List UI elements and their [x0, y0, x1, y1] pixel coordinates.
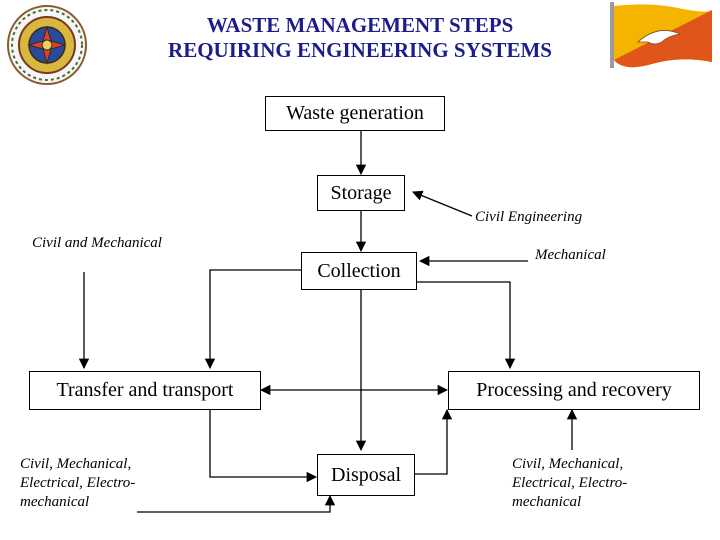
- national-emblem-icon: [7, 5, 87, 85]
- national-flag-icon: [610, 2, 712, 68]
- box-transfer-transport: Transfer and transport: [29, 371, 261, 410]
- arrow-civil-engineering-to-storage: [412, 190, 473, 217]
- label-civil-engineering: Civil Engineering: [475, 209, 583, 225]
- label-right-bottom-line-2: Electrical, Electro-: [512, 475, 628, 491]
- box-storage: Storage: [317, 175, 405, 211]
- page-title: WASTE MANAGEMENT STEPS REQUIRING ENGINEE…: [100, 13, 620, 63]
- label-right-bottom: Civil, Mechanical, Electrical, Electro- …: [512, 455, 627, 512]
- label-left-bottom-line-2: Electrical, Electro-: [20, 475, 136, 491]
- box-collection: Collection: [301, 252, 417, 290]
- arrow-transfer-to-disposal: [209, 410, 318, 483]
- title-line-2: REQUIRING ENGINEERING SYSTEMS: [168, 38, 552, 62]
- label-right-bottom-line-3: mechanical: [512, 494, 582, 510]
- arrow-collection-to-processing: [417, 281, 516, 370]
- title-line-1: WASTE MANAGEMENT STEPS: [206, 13, 514, 37]
- label-right-bottom-line-1: Civil, Mechanical,: [512, 456, 624, 472]
- arrow-collection-to-transfer: [204, 269, 301, 370]
- arrow-disposal-to-processing: [415, 408, 453, 475]
- label-civil-and-mechanical: Civil and Mechanical: [32, 235, 162, 251]
- label-mechanical: Mechanical: [535, 247, 606, 263]
- label-left-bottom: Civil, Mechanical, Electrical, Electro- …: [20, 455, 135, 512]
- label-left-bottom-line-3: mechanical: [20, 494, 90, 510]
- box-waste-generation: Waste generation: [265, 96, 445, 131]
- box-processing-recovery: Processing and recovery: [448, 371, 700, 410]
- label-left-bottom-line-1: Civil, Mechanical,: [20, 456, 132, 472]
- box-disposal: Disposal: [317, 454, 415, 496]
- arrow-left-label-to-disposal: [137, 494, 336, 513]
